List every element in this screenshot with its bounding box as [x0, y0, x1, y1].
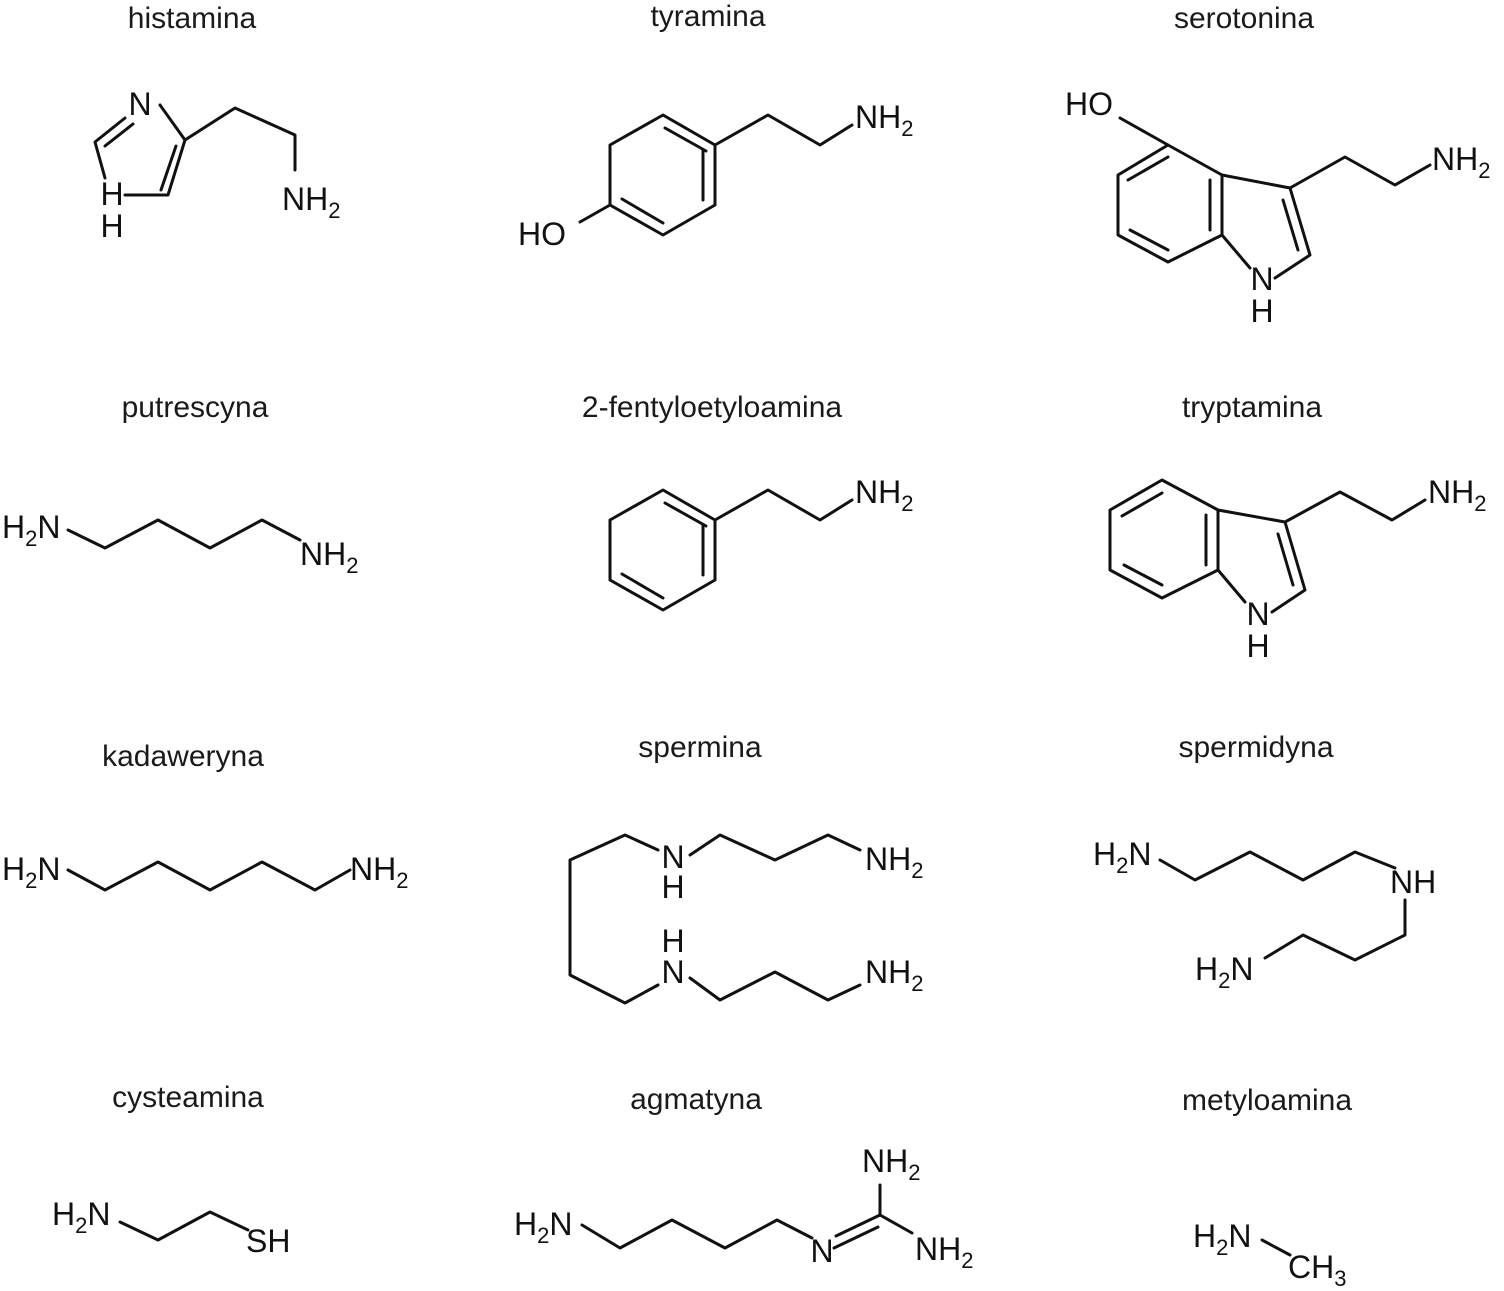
atom-agmatyna-nh2-right: NH2 [915, 1231, 973, 1273]
title-kadaweryna: kadaweryna [102, 740, 264, 773]
atom-histamina-n: N [128, 86, 151, 122]
title-histamina: histamina [128, 2, 257, 35]
atom-histamina-h2: H [100, 208, 123, 244]
structure-fenyloetyloamina: NH2 [608, 474, 913, 612]
atom-fenyloetyloamina-nh2: NH2 [855, 474, 913, 516]
structure-spermina: N H NH2 H N NH2 [568, 833, 923, 1005]
structure-spermidyna: H2N NH H2N [1093, 836, 1436, 993]
atom-serotonina-ho: HO [1065, 86, 1113, 122]
title-spermidyna: spermidyna [1178, 731, 1333, 764]
atom-spermina-nh2-top: NH2 [865, 841, 923, 883]
title-metyloamina: metyloamina [1182, 1084, 1352, 1117]
atom-spermidyna-nh: NH [1390, 864, 1436, 900]
title-serotonina: serotonina [1174, 2, 1314, 35]
structure-agmatyna: H2N N NH2 NH2 [514, 1143, 973, 1273]
title-cysteamina: cysteamina [112, 1081, 264, 1114]
atom-spermina-n-top: N [661, 839, 684, 875]
atom-cysteamina-sh: SH [246, 1223, 290, 1259]
title-tryptamina: tryptamina [1182, 391, 1322, 424]
atom-agmatyna-nh2-top: NH2 [862, 1143, 920, 1185]
atom-kadaweryna-nh2: NH2 [350, 851, 408, 893]
atom-spermina-nh2-bottom: NH2 [865, 954, 923, 996]
structure-serotonina: HO NH2 N H [1065, 86, 1490, 329]
title-agmatyna: agmatyna [630, 1083, 762, 1116]
atom-spermidyna-h2n-top: H2N [1093, 836, 1151, 878]
structure-putrescyna: H2N NH2 [2, 509, 358, 578]
atom-tyramina-nh2: NH2 [855, 99, 913, 141]
atom-kadaweryna-h2n: H2N [2, 851, 60, 893]
title-putrescyna: putrescyna [122, 391, 269, 424]
atom-metyloamina-ch3: CH3 [1288, 1249, 1346, 1291]
atom-agmatyna-n: N [810, 1233, 833, 1269]
atom-serotonina-nh2: NH2 [1432, 141, 1490, 183]
atom-tryptamina-h: H [1246, 628, 1269, 664]
atom-spermina-h-bottom: H [661, 923, 684, 959]
title-fenyloetyloamina: 2-fentyloetyloamina [582, 391, 842, 424]
title-spermina: spermina [638, 731, 762, 764]
structure-tryptamina: NH2 N H [1108, 474, 1486, 664]
structure-histamina: N NH2 H H [93, 86, 340, 244]
atom-putrescyna-h2n: H2N [2, 509, 60, 551]
atom-spermidyna-h2n-bottom: H2N [1195, 951, 1253, 993]
atom-spermina-h-top: H [661, 869, 684, 905]
atom-tryptamina-n: N [1246, 596, 1269, 632]
structure-metyloamina: H2N CH3 [1193, 1218, 1346, 1291]
atom-serotonina-h: H [1250, 293, 1273, 329]
atom-histamina-h: H [100, 176, 123, 212]
atom-tyramina-ho: HO [518, 216, 566, 252]
atom-tryptamina-nh2: NH2 [1428, 474, 1486, 516]
structure-kadaweryna: H2N NH2 [2, 851, 408, 893]
atom-metyloamina-h2n: H2N [1193, 1218, 1251, 1260]
atom-histamina-nh2: NH2 [282, 181, 340, 223]
atom-putrescyna-nh2: NH2 [300, 536, 358, 578]
structure-cysteamina: H2N SH [52, 1196, 290, 1259]
atom-spermina-n-bottom: N [661, 954, 684, 990]
title-tyramina: tyramina [650, 0, 765, 33]
structure-tyramina: NH2 HO [518, 99, 913, 252]
atom-cysteamina-h2n: H2N [52, 1196, 110, 1238]
atom-serotonina-n: N [1250, 261, 1273, 297]
atom-agmatyna-h2n: H2N [514, 1206, 572, 1248]
